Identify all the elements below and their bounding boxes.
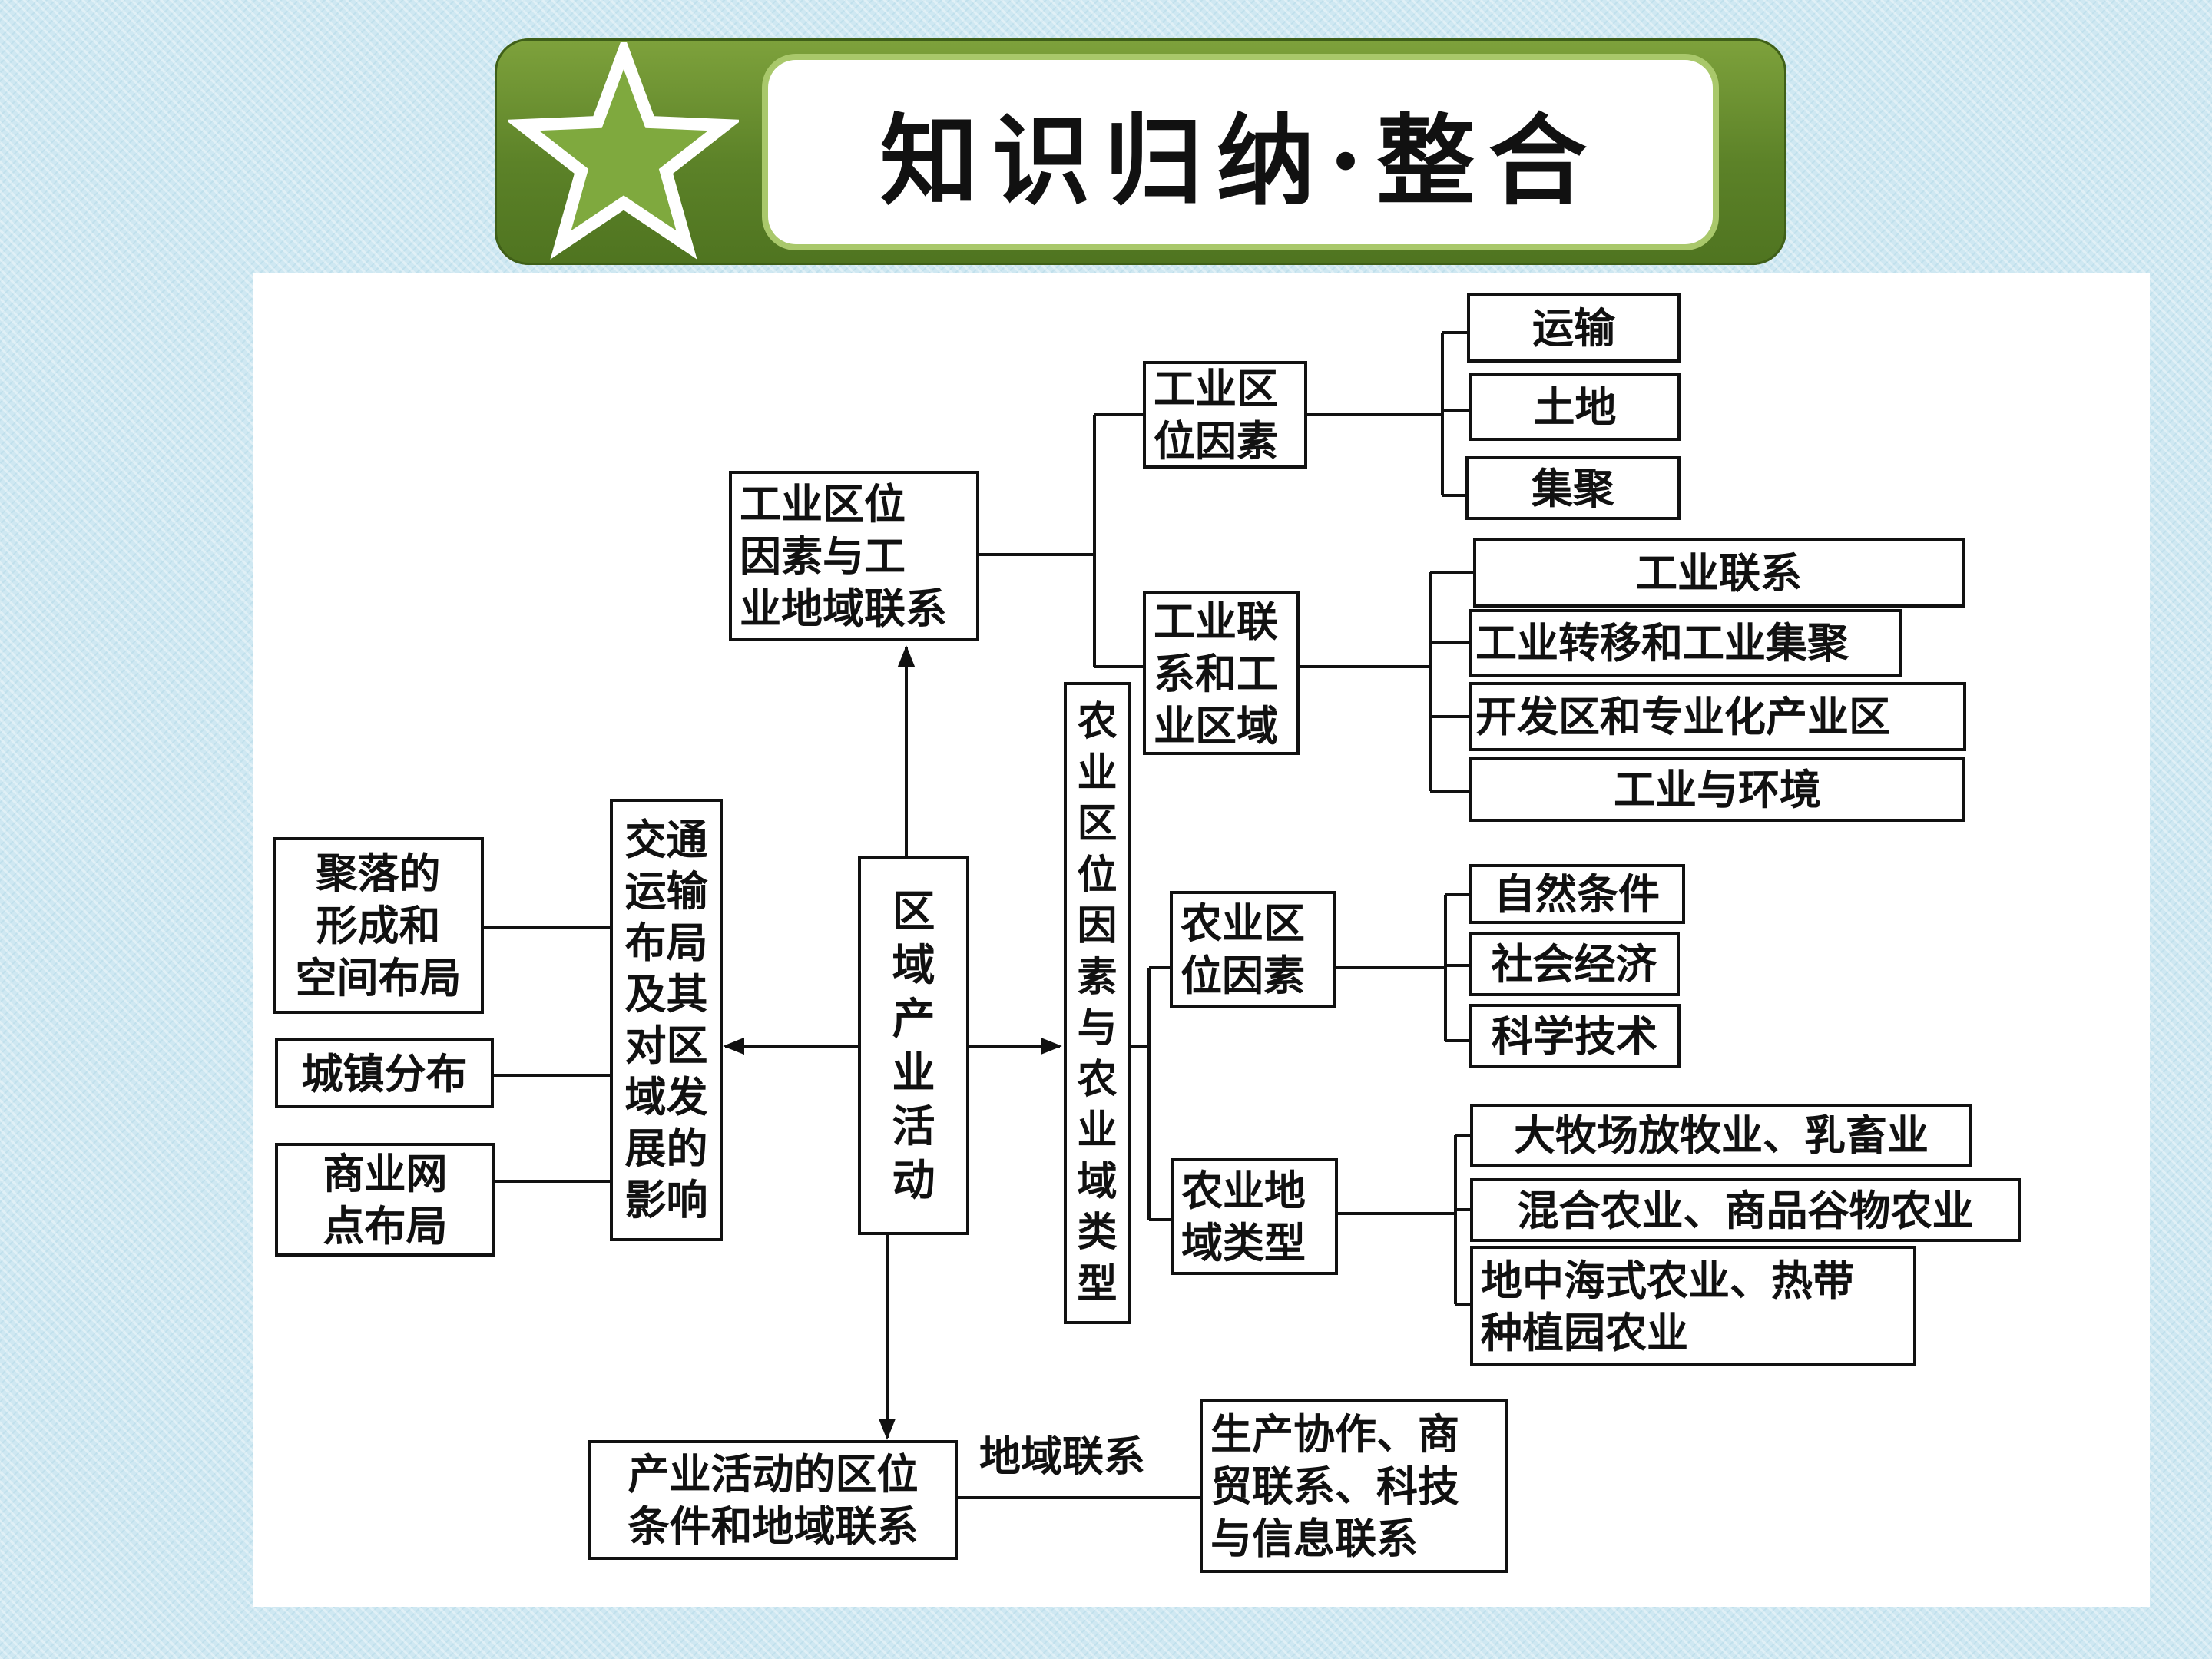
industry-factor-item: 运输 <box>1467 293 1681 363</box>
industry-links-node: 工业联 系和工 业区域 <box>1143 591 1300 755</box>
connector-agri-types <box>1336 1134 1473 1306</box>
connector-agri-factors <box>1335 893 1470 1042</box>
agri-type-item: 混合农业、商品谷物农业 <box>1470 1178 2021 1242</box>
connector-agri-main <box>1128 966 1172 1221</box>
bottom-main-node: 产业活动的区位 条件和地域联系 <box>588 1440 958 1560</box>
transport-item: 商业网 点布局 <box>275 1143 495 1257</box>
industry-link-item: 工业转移和工业集聚 <box>1469 609 1902 677</box>
agri-types-node: 农业地 域类型 <box>1171 1158 1338 1275</box>
agri-type-item: 地中海式农业、热带 种植园农业 <box>1470 1246 1916 1366</box>
industry-main-node: 工业区位 因素与工 业地域联系 <box>729 471 979 641</box>
industry-link-item: 工业与环境 <box>1469 757 1965 822</box>
connector-industry-main <box>979 413 1144 668</box>
industry-link-item: 开发区和专业化产业区 <box>1469 682 1966 751</box>
bottom-link-label: 地域联系 <box>979 1432 1145 1481</box>
connector-transport-items <box>482 926 612 1183</box>
agri-factor-item: 社会经济 <box>1469 932 1680 996</box>
agri-main-node: 农 业 区 位 因 素 与 农 业 域 类 型 <box>1064 682 1131 1324</box>
transport-item: 城镇分布 <box>275 1038 494 1108</box>
title-banner: 知识归纳·整合 <box>495 38 1786 265</box>
agri-factor-item: 自然条件 <box>1469 864 1685 924</box>
page-title: 知识归纳·整合 <box>879 103 1601 219</box>
star-icon <box>508 42 739 260</box>
title-panel: 知识归纳·整合 <box>768 60 1713 244</box>
industry-link-item: 工业联系 <box>1473 538 1965 608</box>
transport-main-node: 交通 运输 布局 及其 对区 域发 展的 影响 <box>610 799 723 1241</box>
root-node: 区 域 产 业 活 动 <box>858 856 969 1235</box>
bottom-item-node: 生产协作、商 贸联系、科技 与信息联系 <box>1200 1399 1508 1573</box>
industry-factors-node: 工业区 位因素 <box>1143 361 1307 469</box>
agri-type-item: 大牧场放牧业、乳畜业 <box>1470 1104 1972 1167</box>
industry-factor-item: 集聚 <box>1465 456 1681 520</box>
agri-factors-node: 农业区 位因素 <box>1170 891 1336 1008</box>
industry-factor-item: 土地 <box>1469 373 1681 441</box>
transport-item: 聚落的 形成和 空间布局 <box>273 837 484 1014</box>
agri-factor-item: 科学技术 <box>1469 1004 1681 1068</box>
connector-industry-links <box>1298 571 1475 793</box>
connector-industry-factors <box>1306 331 1471 497</box>
